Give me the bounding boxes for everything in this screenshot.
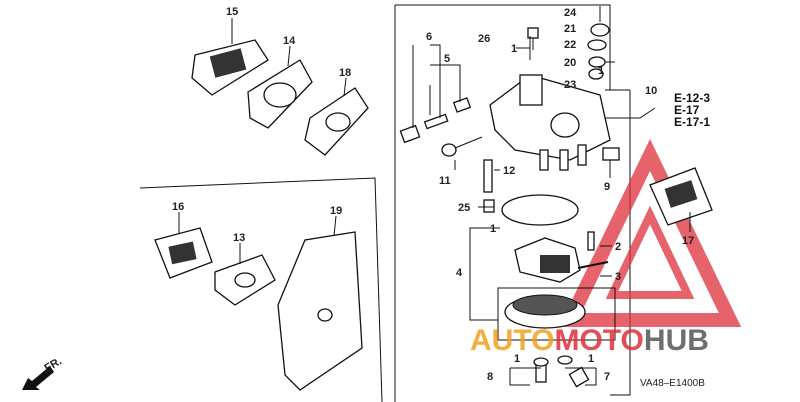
gasket-16 <box>154 227 213 279</box>
label-13: 13 <box>233 232 245 244</box>
washer-21 <box>590 23 610 37</box>
gasket-18 <box>304 87 369 156</box>
label-1c: 1 <box>490 223 496 235</box>
watermark-text: AUTOMOTOHUB <box>470 324 709 357</box>
watermark-moto: MOTO <box>554 324 643 357</box>
label-1d: 1 <box>514 353 520 365</box>
label-11: 11 <box>439 175 451 187</box>
label-1b: 1 <box>598 65 604 77</box>
ref-e-12-3: E-12-3 <box>674 91 710 105</box>
jet-assembly <box>399 97 472 144</box>
main-frame-top <box>395 4 611 90</box>
label-21: 21 <box>564 23 576 35</box>
insulator-14 <box>247 59 313 129</box>
label-9: 9 <box>604 181 610 193</box>
label-19: 19 <box>330 205 342 217</box>
watermark-auto: AUTO <box>470 324 554 357</box>
diagram-code: VA48–E1400B <box>640 378 705 389</box>
nut-23 <box>588 68 604 80</box>
watermark-logo <box>558 138 742 327</box>
label-15: 15 <box>226 6 238 18</box>
label-5: 5 <box>444 53 450 65</box>
screw-11 <box>441 136 483 157</box>
label-17: 17 <box>682 235 694 247</box>
label-4: 4 <box>456 267 463 279</box>
tube-12 <box>483 159 493 193</box>
gasket-13 <box>214 254 276 306</box>
left-lower-frame <box>139 177 383 402</box>
gasket-17 <box>649 167 713 226</box>
plate-19 <box>277 231 363 391</box>
carburetor-body <box>489 74 611 171</box>
label-2: 2 <box>615 241 621 253</box>
label-20: 20 <box>564 57 576 69</box>
leader-lines <box>178 18 691 386</box>
label-18: 18 <box>339 67 351 79</box>
front-direction-label: FR. <box>43 355 64 374</box>
needle-valve-2 <box>587 231 595 251</box>
label-22: 22 <box>564 39 576 51</box>
label-1a: 1 <box>511 43 517 55</box>
label-12: 12 <box>503 165 515 177</box>
bolt-8 <box>533 357 549 383</box>
label-3: 3 <box>615 271 621 283</box>
front-direction-arrow <box>22 366 54 390</box>
screw-26 <box>527 27 539 50</box>
label-24: 24 <box>564 7 577 19</box>
label-6: 6 <box>426 31 432 43</box>
label-7: 7 <box>604 371 610 383</box>
label-8: 8 <box>487 371 493 383</box>
label-23: 23 <box>564 79 576 91</box>
jet-25 <box>483 199 495 213</box>
label-25: 25 <box>458 202 470 214</box>
float-chamber <box>497 287 616 341</box>
bolt-7 <box>557 355 590 388</box>
part-9 <box>602 147 620 161</box>
float <box>514 237 581 283</box>
label-10: 10 <box>645 85 657 97</box>
ref-e-17: E-17 <box>674 103 700 117</box>
label-1e: 1 <box>588 353 594 365</box>
watermark-hub: HUB <box>644 324 709 357</box>
gasket-15 <box>191 39 269 96</box>
label-16: 16 <box>172 201 184 213</box>
ref-e-17-1: E-17-1 <box>674 115 710 129</box>
washer-22 <box>587 39 607 51</box>
label-26: 26 <box>478 33 490 45</box>
gasket-ring <box>501 194 579 226</box>
label-14: 14 <box>283 35 296 47</box>
pin-3 <box>577 261 609 269</box>
